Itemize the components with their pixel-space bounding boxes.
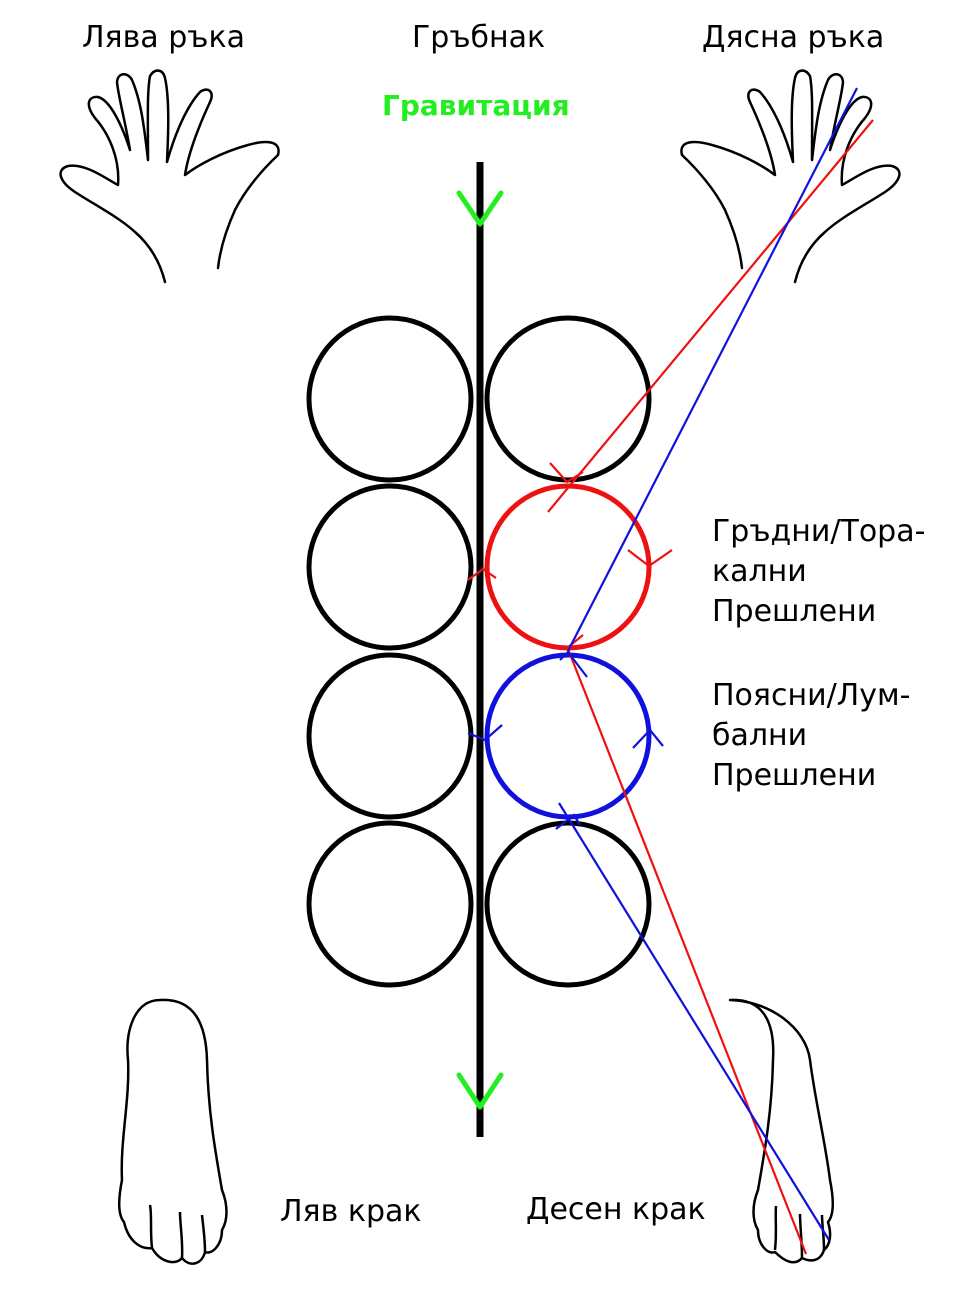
gravity-arrow-bottom-icon xyxy=(456,1072,504,1110)
vertebra-left-1 xyxy=(306,315,474,483)
lumbar-label-line-1: Поясни/Лум- xyxy=(712,678,911,713)
lumbar-label-line-2: бални xyxy=(712,718,808,753)
left-leg-label: Ляв крак xyxy=(280,1194,422,1229)
lumbar-label: Поясни/Лум- бални Прешлени xyxy=(712,676,910,796)
left-foot-icon xyxy=(118,998,228,1265)
thoracic-label: Гръдни/Тора- кални Прешлени xyxy=(712,512,925,632)
vertebra-left-3 xyxy=(306,652,474,820)
lumbar-label-line-3: Прешлени xyxy=(712,758,877,793)
left-hand-label: Лява ръка xyxy=(82,20,245,55)
thoracic-label-line-1: Гръдни/Тора- xyxy=(712,514,926,549)
gravity-label: Гравитация xyxy=(382,89,570,122)
thoracic-label-line-2: кални xyxy=(712,554,807,589)
gravity-arrow-top-icon xyxy=(456,190,504,227)
right-hand-icon xyxy=(680,69,901,284)
lumbar-force-lines xyxy=(467,87,858,1241)
right-hand-label: Дясна ръка xyxy=(702,20,885,55)
vertebra-right-4 xyxy=(484,820,652,988)
vertebra-right-1 xyxy=(484,315,652,483)
right-leg-label: Десен крак xyxy=(526,1192,706,1227)
spine-label: Гръбнак xyxy=(412,20,546,55)
right-foot-icon xyxy=(728,998,834,1264)
vertebra-right-thoracic xyxy=(484,483,652,651)
left-hand-icon xyxy=(59,69,280,284)
vertebra-left-2 xyxy=(306,483,474,651)
thoracic-label-line-3: Прешлени xyxy=(712,594,877,629)
vertebra-left-4 xyxy=(306,820,474,988)
